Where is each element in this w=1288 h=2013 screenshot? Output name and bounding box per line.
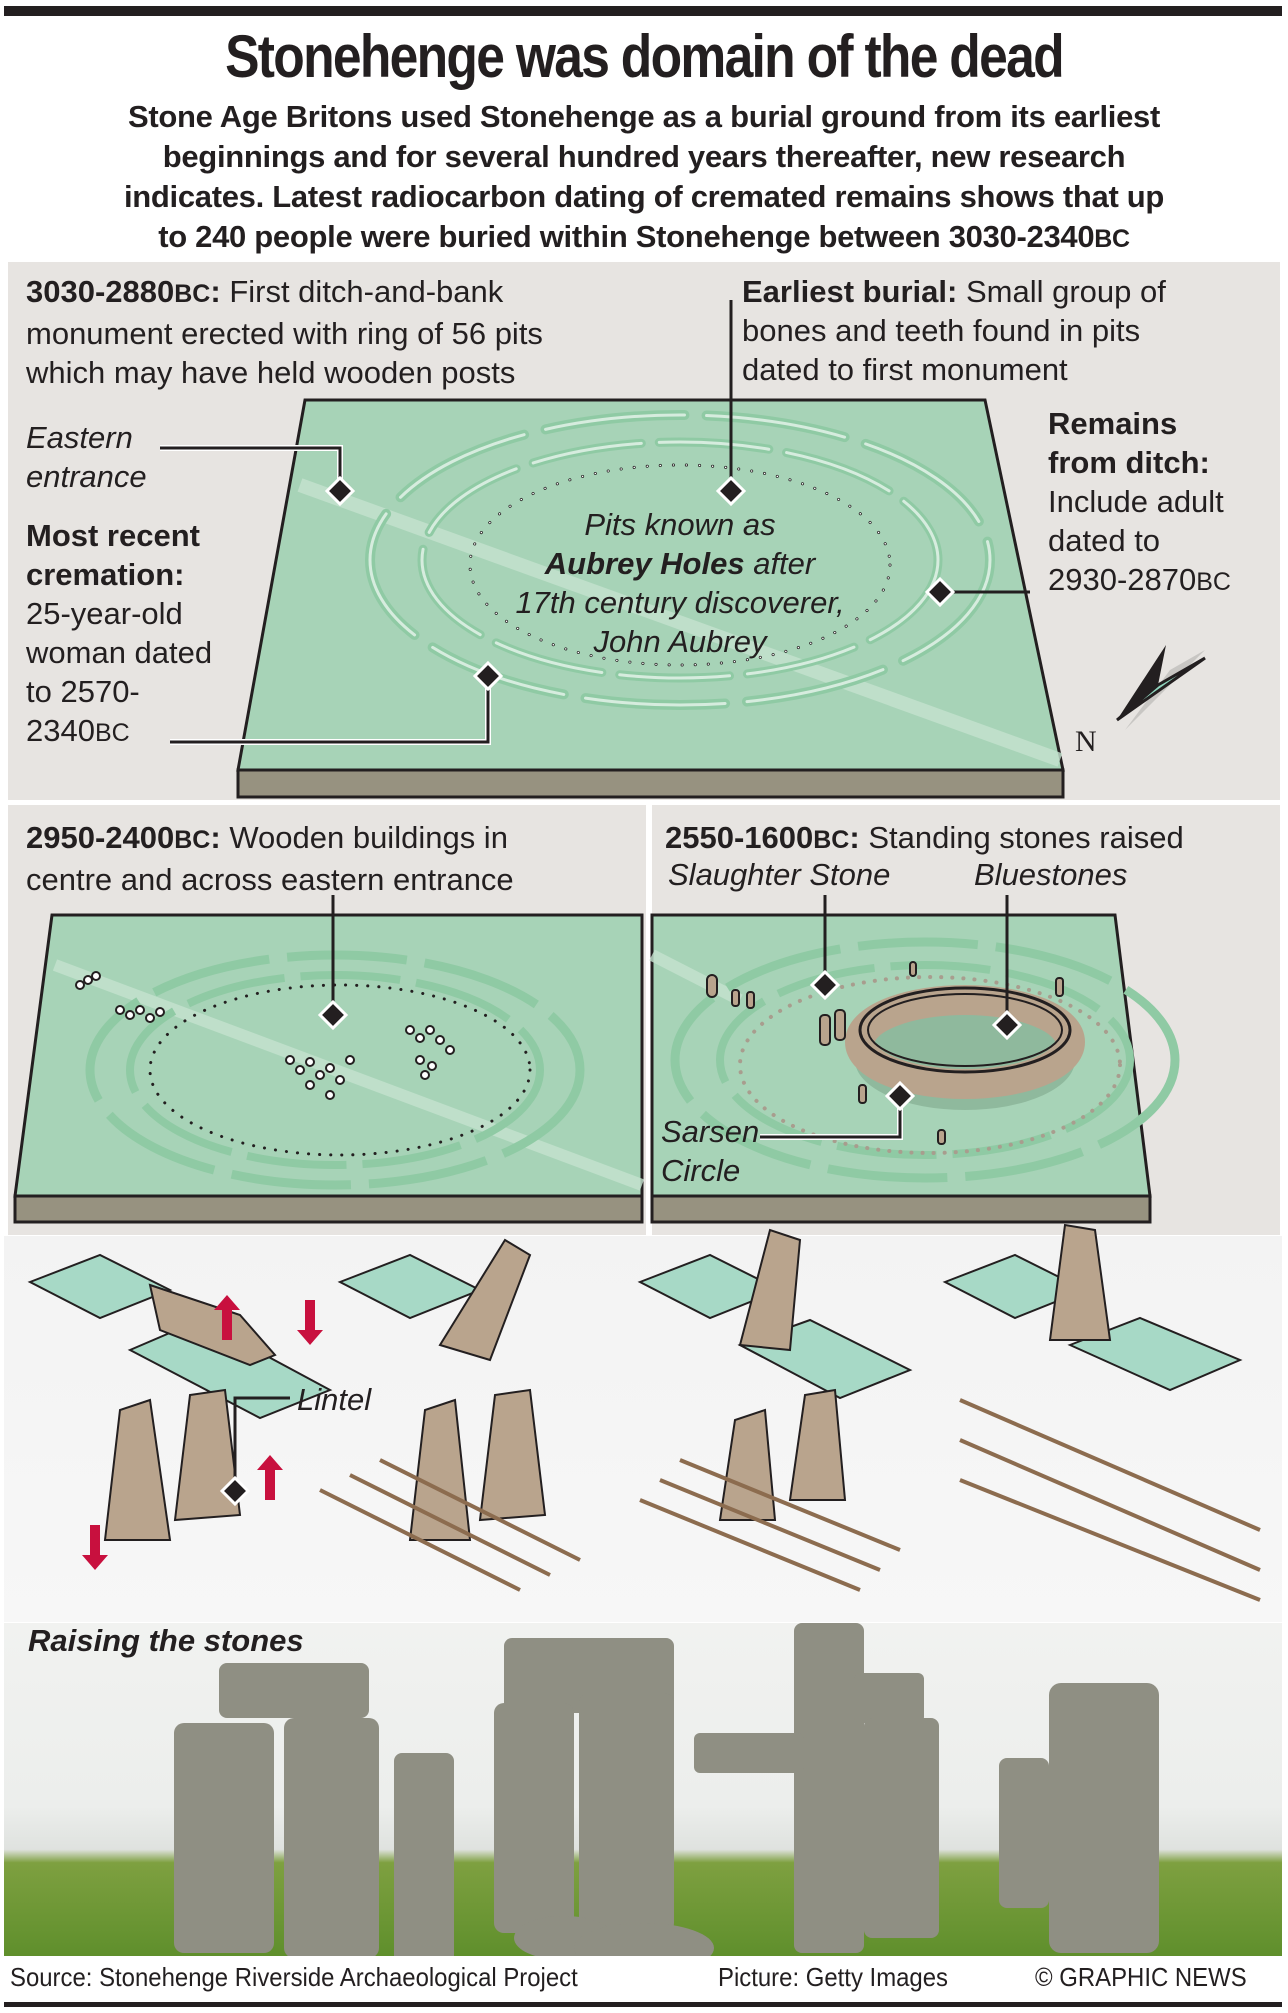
- aubrey-holes-label: Pits known as Aubrey Holes after 17th ce…: [480, 505, 880, 661]
- standing-stones: [706, 961, 1064, 1145]
- compass-icon: [1116, 645, 1206, 730]
- slaughter-stone-label: Slaughter Stone: [668, 857, 891, 892]
- era: BC: [94, 719, 130, 747]
- standfirst-line: to 240 people were buried within Stonehe…: [10, 217, 1278, 259]
- phase1-caption: 3030-2880BC: First ditch-and-bank monume…: [26, 272, 543, 392]
- marker-diamond: [715, 475, 747, 507]
- marker-diamond: [991, 1009, 1023, 1041]
- marker-diamond: [219, 1475, 251, 1507]
- caption-text: Standing stones raised: [868, 820, 1184, 855]
- label-text: dated to: [1048, 523, 1161, 558]
- standfirst-line: beginnings and for several hundred years…: [162, 139, 1126, 174]
- leader-lintel: [233, 1396, 290, 1490]
- step-blocks: [27, 1253, 1243, 1420]
- label-heading: from ditch:: [1048, 445, 1210, 480]
- colon: :: [210, 274, 221, 309]
- caption-text: centre and across eastern entrance: [26, 862, 514, 897]
- standfirst-line: indicates. Latest radiocarbon dating of …: [123, 179, 1165, 214]
- phase2-caption: 2950-2400BC: Wooden buildings in centre …: [26, 818, 514, 899]
- source-credit: Source: Stonehenge Riverside Archaeologi…: [10, 1962, 578, 1992]
- label-text: bones and teeth found in pits: [742, 313, 1141, 348]
- marker-diamond: [324, 475, 356, 507]
- aubrey-holes-ring: [738, 975, 1122, 1155]
- earliest-burial-label: Earliest burial: Small group of bones an…: [742, 272, 1166, 389]
- era: BC: [1196, 568, 1231, 596]
- label-text: Sarsen: [661, 1114, 760, 1149]
- label-text: Pits known as: [584, 507, 776, 542]
- caption-text: Wooden buildings in: [229, 820, 508, 855]
- colon: :: [849, 820, 860, 855]
- era: BC: [174, 826, 211, 854]
- label-text: Small group of: [965, 274, 1166, 309]
- caption-text: First ditch-and-bank: [229, 274, 504, 309]
- top-rule: [4, 6, 1282, 16]
- compass-north-label: N: [1075, 725, 1097, 758]
- marker-diamond: [884, 1080, 916, 1112]
- era: BC: [174, 280, 211, 308]
- ditch-rings: [365, 410, 995, 710]
- era-suffix: BC: [1094, 225, 1130, 253]
- caption-text: monument erected with ring of 56 pits: [26, 316, 543, 351]
- label-heading: Aubrey Holes: [544, 546, 745, 581]
- phase1-date: 3030-2880: [26, 274, 175, 309]
- most-recent-cremation-label: Most recent cremation: 25-year-old woman…: [26, 516, 212, 753]
- label-text: dated to first monument: [742, 352, 1068, 387]
- sarsen-circle-label: Sarsen Circle: [661, 1112, 759, 1190]
- bluestones-label: Bluestones: [974, 857, 1128, 892]
- label-text: after: [744, 546, 816, 581]
- bottom-rule: [4, 2002, 1282, 2007]
- label-text: to 2570-: [26, 674, 140, 709]
- sarsen-circle-icon: [845, 985, 1085, 1110]
- phase3-date: 2550-1600: [665, 820, 814, 855]
- standfirst-line: Stone Age Britons used Stonehenge as a b…: [127, 99, 1161, 134]
- caption-text: which may have held wooden posts: [26, 355, 516, 390]
- marker-diamond: [317, 999, 349, 1031]
- label-text: Eastern: [26, 420, 133, 455]
- label-text: 2930-2870: [1048, 562, 1197, 597]
- standfirst-text: to 240 people were buried within Stonehe…: [158, 219, 1095, 254]
- label-text: 17th century discoverer,: [515, 585, 845, 620]
- headline: Stonehenge was domain of the dead: [225, 23, 1064, 90]
- aubrey-holes-ring: [148, 983, 532, 1157]
- stonehenge-photo: [4, 1623, 1282, 1956]
- label-heading: Most recent: [26, 518, 200, 553]
- marker-diamond: [924, 576, 956, 608]
- timber-platform: [319, 1398, 1261, 1602]
- label-heading: cremation:: [26, 557, 185, 592]
- label-text: woman dated: [26, 635, 213, 670]
- label-text: John Aubrey: [593, 624, 767, 659]
- label-text: entrance: [26, 459, 147, 494]
- label-heading: Earliest burial:: [742, 274, 958, 309]
- post-holes: [75, 971, 455, 1100]
- photo-stones: [174, 1623, 1159, 1956]
- remains-from-ditch-label: Remains from ditch: Include adult dated …: [1048, 404, 1231, 602]
- label-text: Circle: [661, 1153, 741, 1188]
- red-arrow-icon: [82, 1295, 323, 1570]
- label-text: Include adult: [1048, 484, 1224, 519]
- marker-diamond: [472, 660, 504, 692]
- label-heading: Remains: [1048, 406, 1178, 441]
- phase2-date: 2950-2400: [26, 820, 175, 855]
- eastern-entrance-label: Eastern entrance: [26, 418, 147, 496]
- label-text: 25-year-old: [26, 596, 183, 631]
- era: BC: [813, 826, 850, 854]
- colon: :: [210, 820, 221, 855]
- lintel-label: Lintel: [297, 1382, 372, 1417]
- standfirst: Stone Age Britons used Stonehenge as a b…: [10, 97, 1278, 259]
- board-edge: [236, 768, 1065, 799]
- phase3-caption: 2550-1600BC: Standing stones raised: [665, 818, 1184, 860]
- label-text: 2340: [26, 713, 95, 748]
- graphic-news-credit: © GRAPHIC NEWS: [1035, 1962, 1247, 1992]
- raising-stones-title: Raising the stones: [28, 1623, 304, 1658]
- picture-credit: Picture: Getty Images: [718, 1962, 948, 1992]
- marker-diamond: [809, 969, 841, 1001]
